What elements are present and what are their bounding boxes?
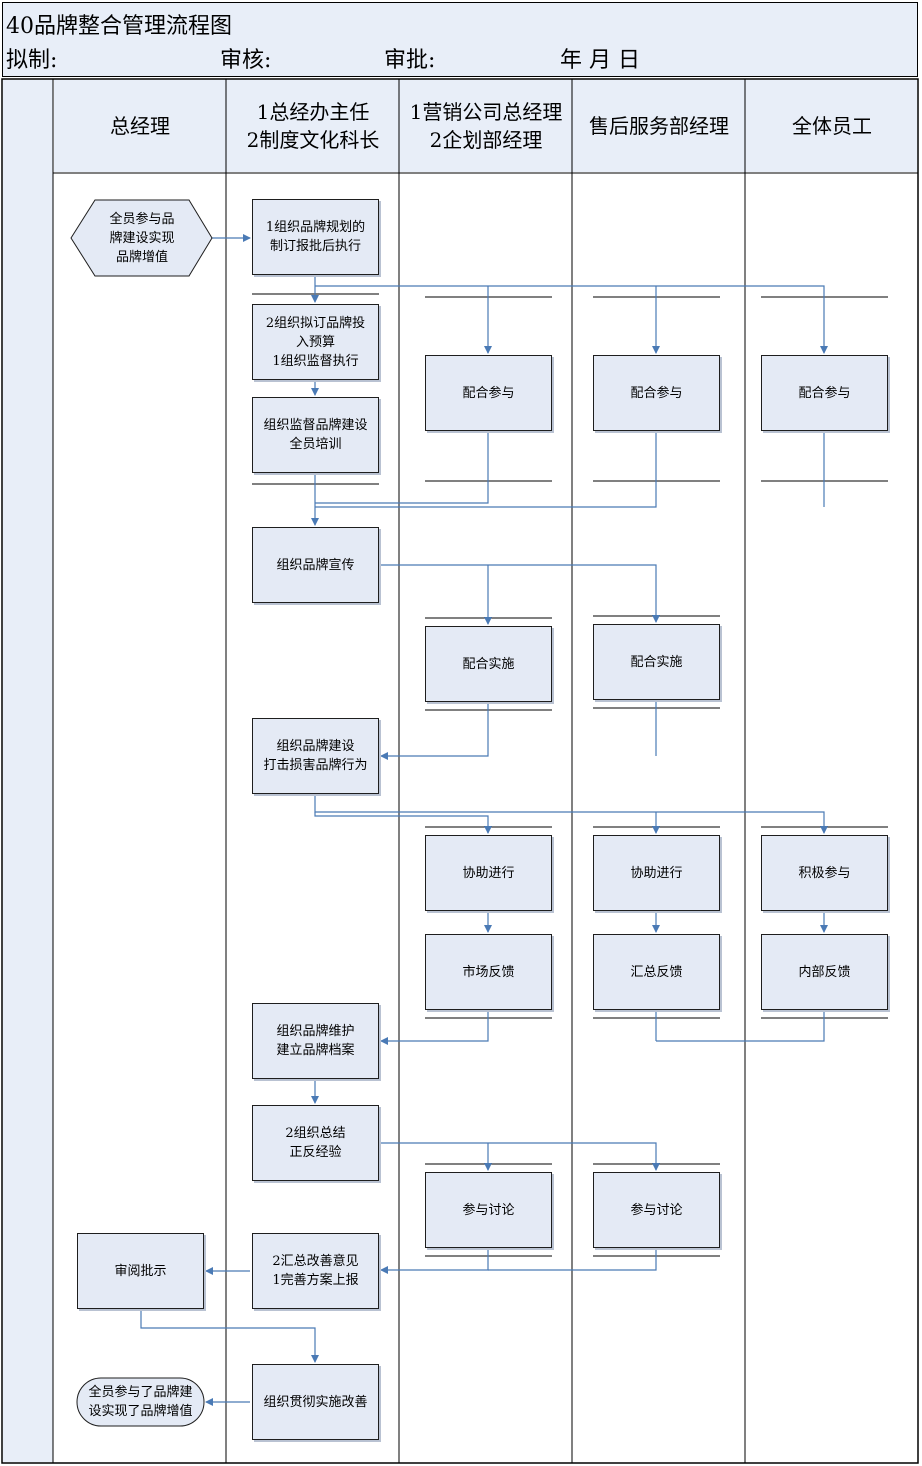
node-review-approve: 审阅批示 [77, 1233, 204, 1309]
flow-arrows [140, 234, 828, 1406]
node-coop-sales: 配合参与 [425, 355, 552, 431]
node-coop-service: 配合参与 [593, 355, 720, 431]
lane-header-office-director: 1总经办主任 2制度文化科长 [246, 100, 380, 152]
node-improvement-report: 2汇总改善意见 1完善方案上报 [252, 1233, 379, 1309]
approved-by-label: 审批: [384, 48, 436, 73]
node-implement-improvement: 组织贯彻实施改善 [252, 1364, 379, 1440]
node-active-staff: 积极参与 [761, 835, 888, 911]
node-discuss-sales: 参与讨论 [425, 1172, 552, 1248]
node-impl-service: 配合实施 [593, 624, 720, 700]
node-coop-staff: 配合参与 [761, 355, 888, 431]
title-block [2, 2, 918, 77]
node-summarize-experience: 2组织总结 正反经验 [252, 1105, 379, 1181]
node-staff-training: 组织监督品牌建设 全员培训 [252, 397, 379, 473]
lane-header-sales-manager: 1营销公司总经理 2企划部经理 [409, 100, 563, 152]
reviewed-by-label: 审核: [220, 48, 272, 73]
node-summary-feedback: 汇总反馈 [593, 934, 720, 1010]
lane-header-all-staff: 全体员工 [792, 114, 872, 138]
node-brand-budget: 2组织拟订品牌投 入预算 1组织监督执行 [252, 304, 379, 380]
node-internal-feedback: 内部反馈 [761, 934, 888, 1010]
node-brand-promotion: 组织品牌宣传 [252, 527, 379, 603]
node-brand-plan: 1组织品牌规划的 制订报批后执行 [252, 199, 379, 275]
drafted-by-label: 拟制: [6, 48, 58, 73]
lane-header-general-manager: 总经理 [110, 114, 170, 138]
start-node: 全员参与品 牌建设实现 品牌增值 [109, 211, 175, 265]
lane-header-service-manager: 售后服务部经理 [589, 114, 729, 138]
end-terminator-shape [76, 1377, 205, 1427]
node-discuss-service: 参与讨论 [593, 1172, 720, 1248]
node-brand-maintenance: 组织品牌维护 建立品牌档案 [252, 1003, 379, 1079]
node-impl-sales: 配合实施 [425, 626, 552, 702]
node-assist-service: 协助进行 [593, 835, 720, 911]
node-market-feedback: 市场反馈 [425, 934, 552, 1010]
node-fight-brand-damage: 组织品牌建设 打击损害品牌行为 [252, 718, 379, 794]
start-hexagon-shape [70, 199, 213, 277]
node-assist-sales: 协助进行 [425, 835, 552, 911]
date-label: 年 月 日 [560, 48, 640, 73]
page-title: 40品牌整合管理流程图 [6, 14, 232, 39]
end-node: 全员参与了品牌建 设实现了品牌增值 [88, 1385, 193, 1419]
